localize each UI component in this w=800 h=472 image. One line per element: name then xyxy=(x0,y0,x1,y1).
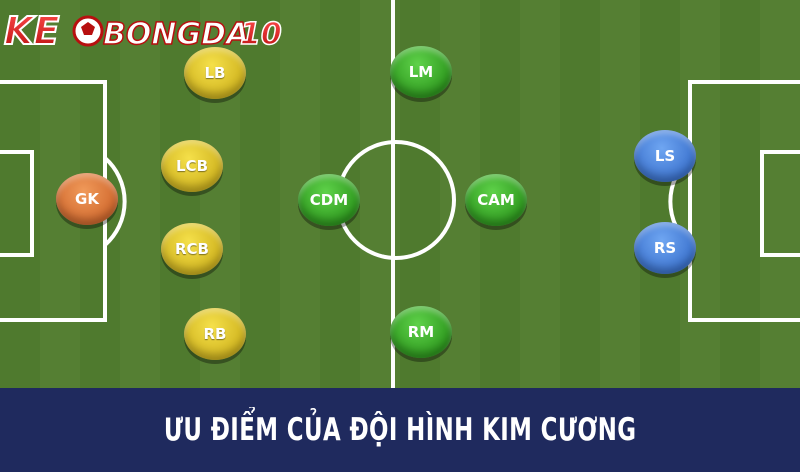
player-rb-label: RB xyxy=(203,325,227,343)
svg-text:BONGDA: BONGDA xyxy=(103,17,249,52)
svg-text:10: 10 xyxy=(240,17,282,52)
football-pitch: KE BONGDA 10 GK LB LCB RCB RB LM CDM CAM… xyxy=(0,0,800,388)
player-rcb-label: RCB xyxy=(175,240,209,258)
player-rb[interactable]: RB xyxy=(184,308,246,360)
player-ls-label: LS xyxy=(654,147,676,165)
player-lm[interactable]: LM xyxy=(390,46,452,98)
player-gk-label: GK xyxy=(75,190,99,208)
player-cdm[interactable]: CDM xyxy=(298,174,360,226)
player-cam-label: CAM xyxy=(477,191,515,209)
banner-title: ƯU ĐIỂM CỦA ĐỘI HÌNH KIM CƯƠNG xyxy=(163,412,637,448)
player-cam[interactable]: CAM xyxy=(465,174,527,226)
player-lm-label: LM xyxy=(408,63,434,81)
player-cdm-label: CDM xyxy=(309,191,349,209)
player-rs-label: RS xyxy=(653,239,677,257)
svg-text:KE: KE xyxy=(4,9,59,53)
keobongda10-logo: KE BONGDA 10 xyxy=(3,8,283,54)
title-banner: ƯU ĐIỂM CỦA ĐỘI HÌNH KIM CƯƠNG xyxy=(0,388,800,472)
player-rs[interactable]: RS xyxy=(634,222,696,274)
player-ls[interactable]: LS xyxy=(634,130,696,182)
player-lb[interactable]: LB xyxy=(184,47,246,99)
player-rm[interactable]: RM xyxy=(390,306,452,358)
player-rcb[interactable]: RCB xyxy=(161,223,223,275)
player-lcb-label: LCB xyxy=(176,157,208,175)
player-lcb[interactable]: LCB xyxy=(161,140,223,192)
player-lb-label: LB xyxy=(204,64,226,82)
player-gk[interactable]: GK xyxy=(56,173,118,225)
player-rm-label: RM xyxy=(407,323,435,341)
